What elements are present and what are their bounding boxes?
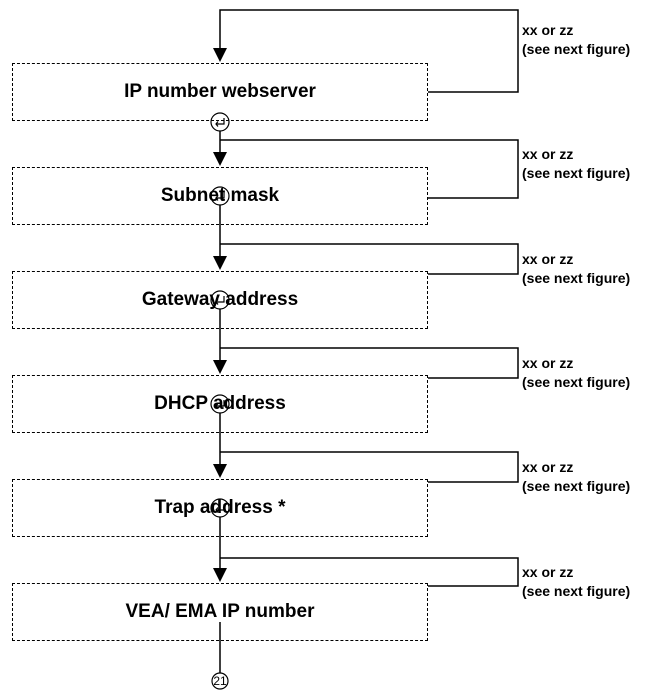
- enter-key-icon: [210, 394, 230, 414]
- step-label: DHCP address: [154, 393, 286, 414]
- step-label: VEA/ EMA IP number: [125, 601, 315, 622]
- connector-ref-circle: [211, 672, 229, 690]
- note-line-1: xx or zz: [522, 355, 574, 371]
- note-line-1: xx or zz: [522, 459, 574, 475]
- side-note: xx or zz (see next figure): [522, 354, 630, 392]
- step-box-dhcp-address: DHCP address: [12, 375, 428, 433]
- note-line-2: (see next figure): [522, 374, 631, 390]
- side-note: xx or zz (see next figure): [522, 21, 630, 59]
- side-note: xx or zz (see next figure): [522, 458, 630, 496]
- step-label: Trap address *: [154, 497, 286, 518]
- step-label: Gateway address: [141, 289, 299, 310]
- arrow-head-1: [213, 48, 227, 62]
- enter-key-icon: [210, 498, 230, 518]
- note-line-2: (see next figure): [522, 583, 631, 599]
- note-line-1: xx or zz: [522, 564, 574, 580]
- note-line-1: xx or zz: [522, 251, 574, 267]
- loop-back-line-6: [220, 557, 519, 587]
- note-line-1: xx or zz: [522, 146, 574, 162]
- enter-key-icon: [210, 186, 230, 206]
- step-box-vea-ema-ip-number: VEA/ EMA IP number: [12, 583, 428, 641]
- step-box-subnet-mask: Subnet mask: [12, 167, 428, 225]
- step-box-trap-address: Trap address *: [12, 479, 428, 537]
- arrow-head-5: [213, 464, 227, 478]
- step-box-gateway-address: Gateway address: [12, 271, 428, 329]
- note-line-2: (see next figure): [522, 165, 631, 181]
- enter-key-icon: [210, 290, 230, 310]
- loop-back-line-1: [219, 9, 519, 93]
- side-note: xx or zz (see next figure): [522, 563, 630, 601]
- note-line-1: xx or zz: [522, 22, 574, 38]
- enter-key-icon: [210, 112, 230, 132]
- loop-back-line-4: [220, 347, 519, 379]
- note-line-2: (see next figure): [522, 478, 631, 494]
- step-box-ip-number-webserver: IP number webserver: [12, 63, 428, 121]
- step-label: Subnet mask: [160, 185, 280, 206]
- side-note: xx or zz (see next figure): [522, 250, 630, 288]
- arrow-head-3: [213, 256, 227, 270]
- loop-back-line-2: [220, 139, 519, 199]
- connector-ref-label: 21: [213, 674, 227, 688]
- side-note: xx or zz (see next figure): [522, 145, 630, 183]
- loop-back-line-3: [220, 243, 519, 275]
- arrow-head-2: [213, 152, 227, 166]
- note-line-2: (see next figure): [522, 41, 631, 57]
- arrow-head-6: [213, 568, 227, 582]
- loop-back-line-5: [220, 451, 519, 483]
- note-line-2: (see next figure): [522, 270, 631, 286]
- step-label: IP number webserver: [124, 81, 316, 102]
- arrow-head-4: [213, 360, 227, 374]
